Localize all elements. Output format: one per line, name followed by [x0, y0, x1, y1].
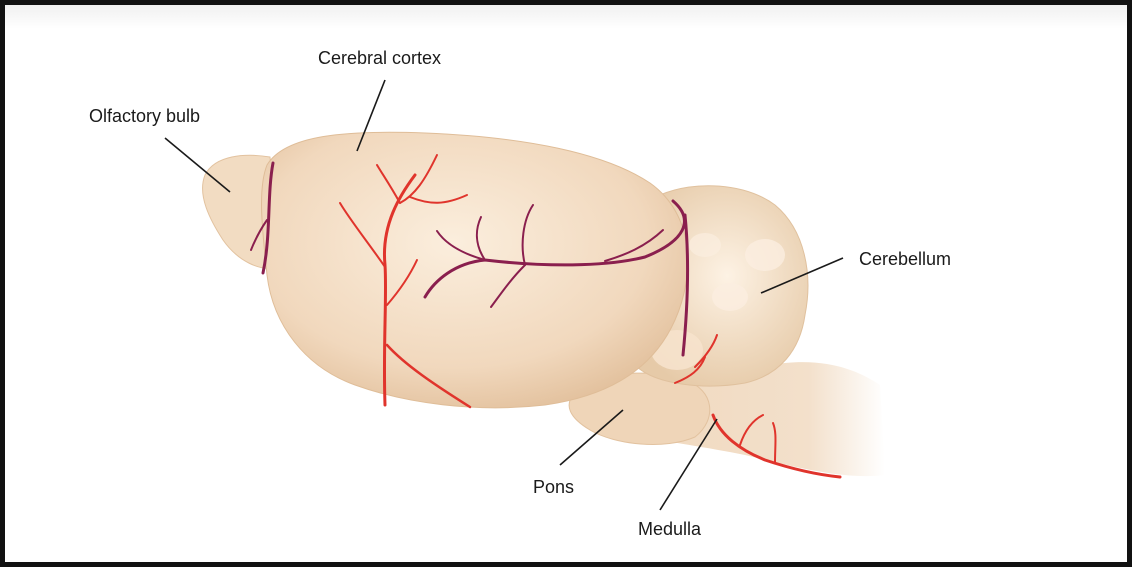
cerebral-cortex-shape [262, 132, 688, 408]
cerebellum-lobule [745, 239, 785, 271]
cerebellum-lobule [689, 233, 721, 257]
label-medulla: Medulla [638, 519, 702, 539]
label-cerebral-cortex: Cerebral cortex [318, 48, 441, 68]
brain-diagram: Cerebral cortex Olfactory bulb Cerebellu… [5, 5, 1132, 567]
label-cerebellum: Cerebellum [859, 249, 951, 269]
label-pons: Pons [533, 477, 574, 497]
label-olfactory-bulb: Olfactory bulb [89, 106, 200, 126]
cerebellum-lobule [712, 283, 748, 311]
